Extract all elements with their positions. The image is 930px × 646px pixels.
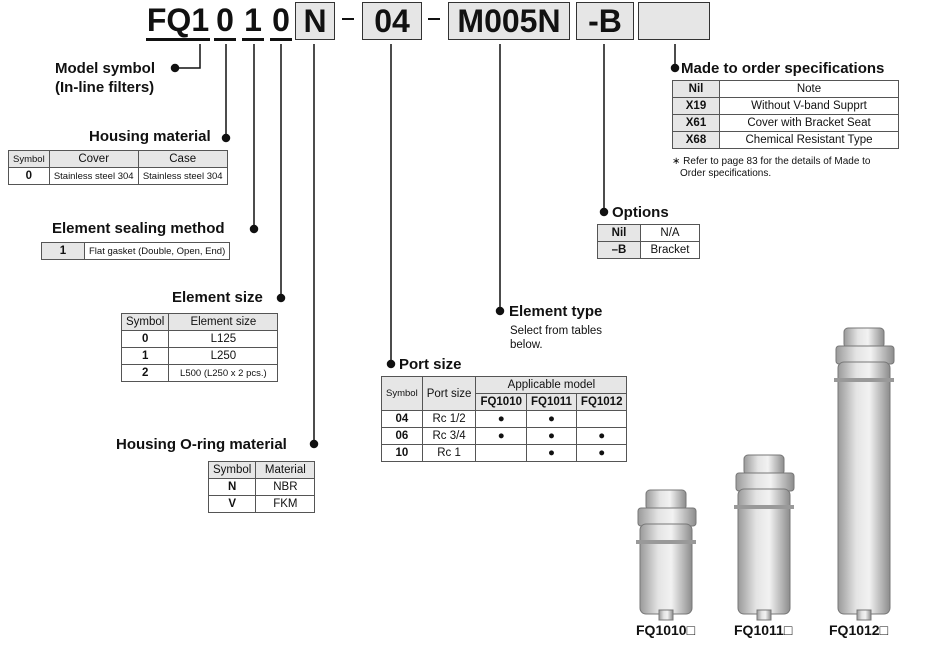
- table-header: Port size: [421, 376, 477, 411]
- table-header: Symbol: [120, 313, 170, 331]
- code-oring: N: [295, 2, 335, 40]
- table-cell: Rc 3/4: [421, 427, 477, 445]
- table-cell: L125: [168, 330, 279, 348]
- table-cell: FKM: [255, 495, 316, 513]
- element-size-title: Element size: [172, 289, 263, 306]
- table-header: Case: [137, 150, 228, 168]
- code-port-size: 04: [362, 2, 422, 40]
- model-symbol-subtitle: (In-line filters): [55, 79, 155, 96]
- made-to-order-note: Order specifications.: [680, 168, 772, 179]
- table-cell: –B: [597, 241, 641, 259]
- made-to-order-title: Made to order specifications: [681, 60, 885, 77]
- code-housing-material: 0: [214, 2, 236, 41]
- table-cell: X61: [672, 114, 720, 132]
- options-title: Options: [612, 204, 669, 221]
- table-header: Applicable model: [475, 376, 628, 394]
- model-symbol-title: Model symbol: [55, 60, 156, 77]
- code-options: -B: [576, 2, 634, 40]
- table-header: FQ1012: [575, 393, 628, 411]
- port-size-table: Symbol Port size Applicable model FQ1010…: [381, 376, 628, 462]
- table-header: FQ1011: [526, 393, 577, 411]
- code-made-to-order: [638, 2, 710, 40]
- code-dash: [342, 18, 354, 20]
- product-label: FQ1012□: [829, 622, 889, 638]
- code-element-size: 0: [270, 2, 292, 41]
- table-cell: Chemical Resistant Type: [719, 131, 899, 149]
- product-fq1010: [636, 489, 697, 621]
- element-type-line: Select from tables: [510, 325, 603, 337]
- table-cell: Bracket: [640, 241, 700, 259]
- table-cell: 1: [41, 242, 85, 260]
- table-cell: Stainless steel 304: [137, 167, 228, 185]
- table-cell: L250: [168, 347, 279, 365]
- table-header: Symbol: [381, 376, 423, 411]
- element-type-title: Element type: [509, 303, 603, 320]
- code-series: FQ1: [146, 2, 210, 41]
- product-label: FQ1011□: [734, 622, 793, 638]
- table-cell: ●: [526, 444, 577, 462]
- element-type-line: below.: [510, 339, 543, 351]
- code-element-type: M005N: [448, 2, 570, 40]
- table-cell: Rc 1: [421, 444, 477, 462]
- product-fq1011: [734, 454, 795, 621]
- housing-material-title: Housing material: [89, 128, 211, 145]
- table-cell: Flat gasket (Double, Open, End): [83, 242, 231, 260]
- table-cell: L500 (L250 x 2 pcs.): [168, 364, 279, 382]
- made-to-order-note: ∗ Refer to page 83 for the details of Ma…: [672, 156, 871, 167]
- table-cell: Without V-band Supprt: [719, 97, 899, 115]
- code-element-sealing: 1: [242, 2, 264, 41]
- port-size-title: Port size: [399, 356, 462, 373]
- table-cell: ●: [575, 444, 628, 462]
- table-cell: Nil: [597, 224, 641, 242]
- table-header: Symbol: [8, 150, 50, 168]
- element-sealing-title: Element sealing method: [52, 220, 225, 237]
- product-fq1012: [834, 327, 895, 621]
- table-cell: 2: [120, 364, 170, 382]
- table-cell: X19: [672, 97, 720, 115]
- table-cell: V: [207, 495, 257, 513]
- oring-title: Housing O-ring material: [116, 436, 287, 453]
- code-dash: [428, 18, 440, 20]
- product-label: FQ1010□: [636, 622, 696, 638]
- table-header: Symbol: [207, 461, 257, 479]
